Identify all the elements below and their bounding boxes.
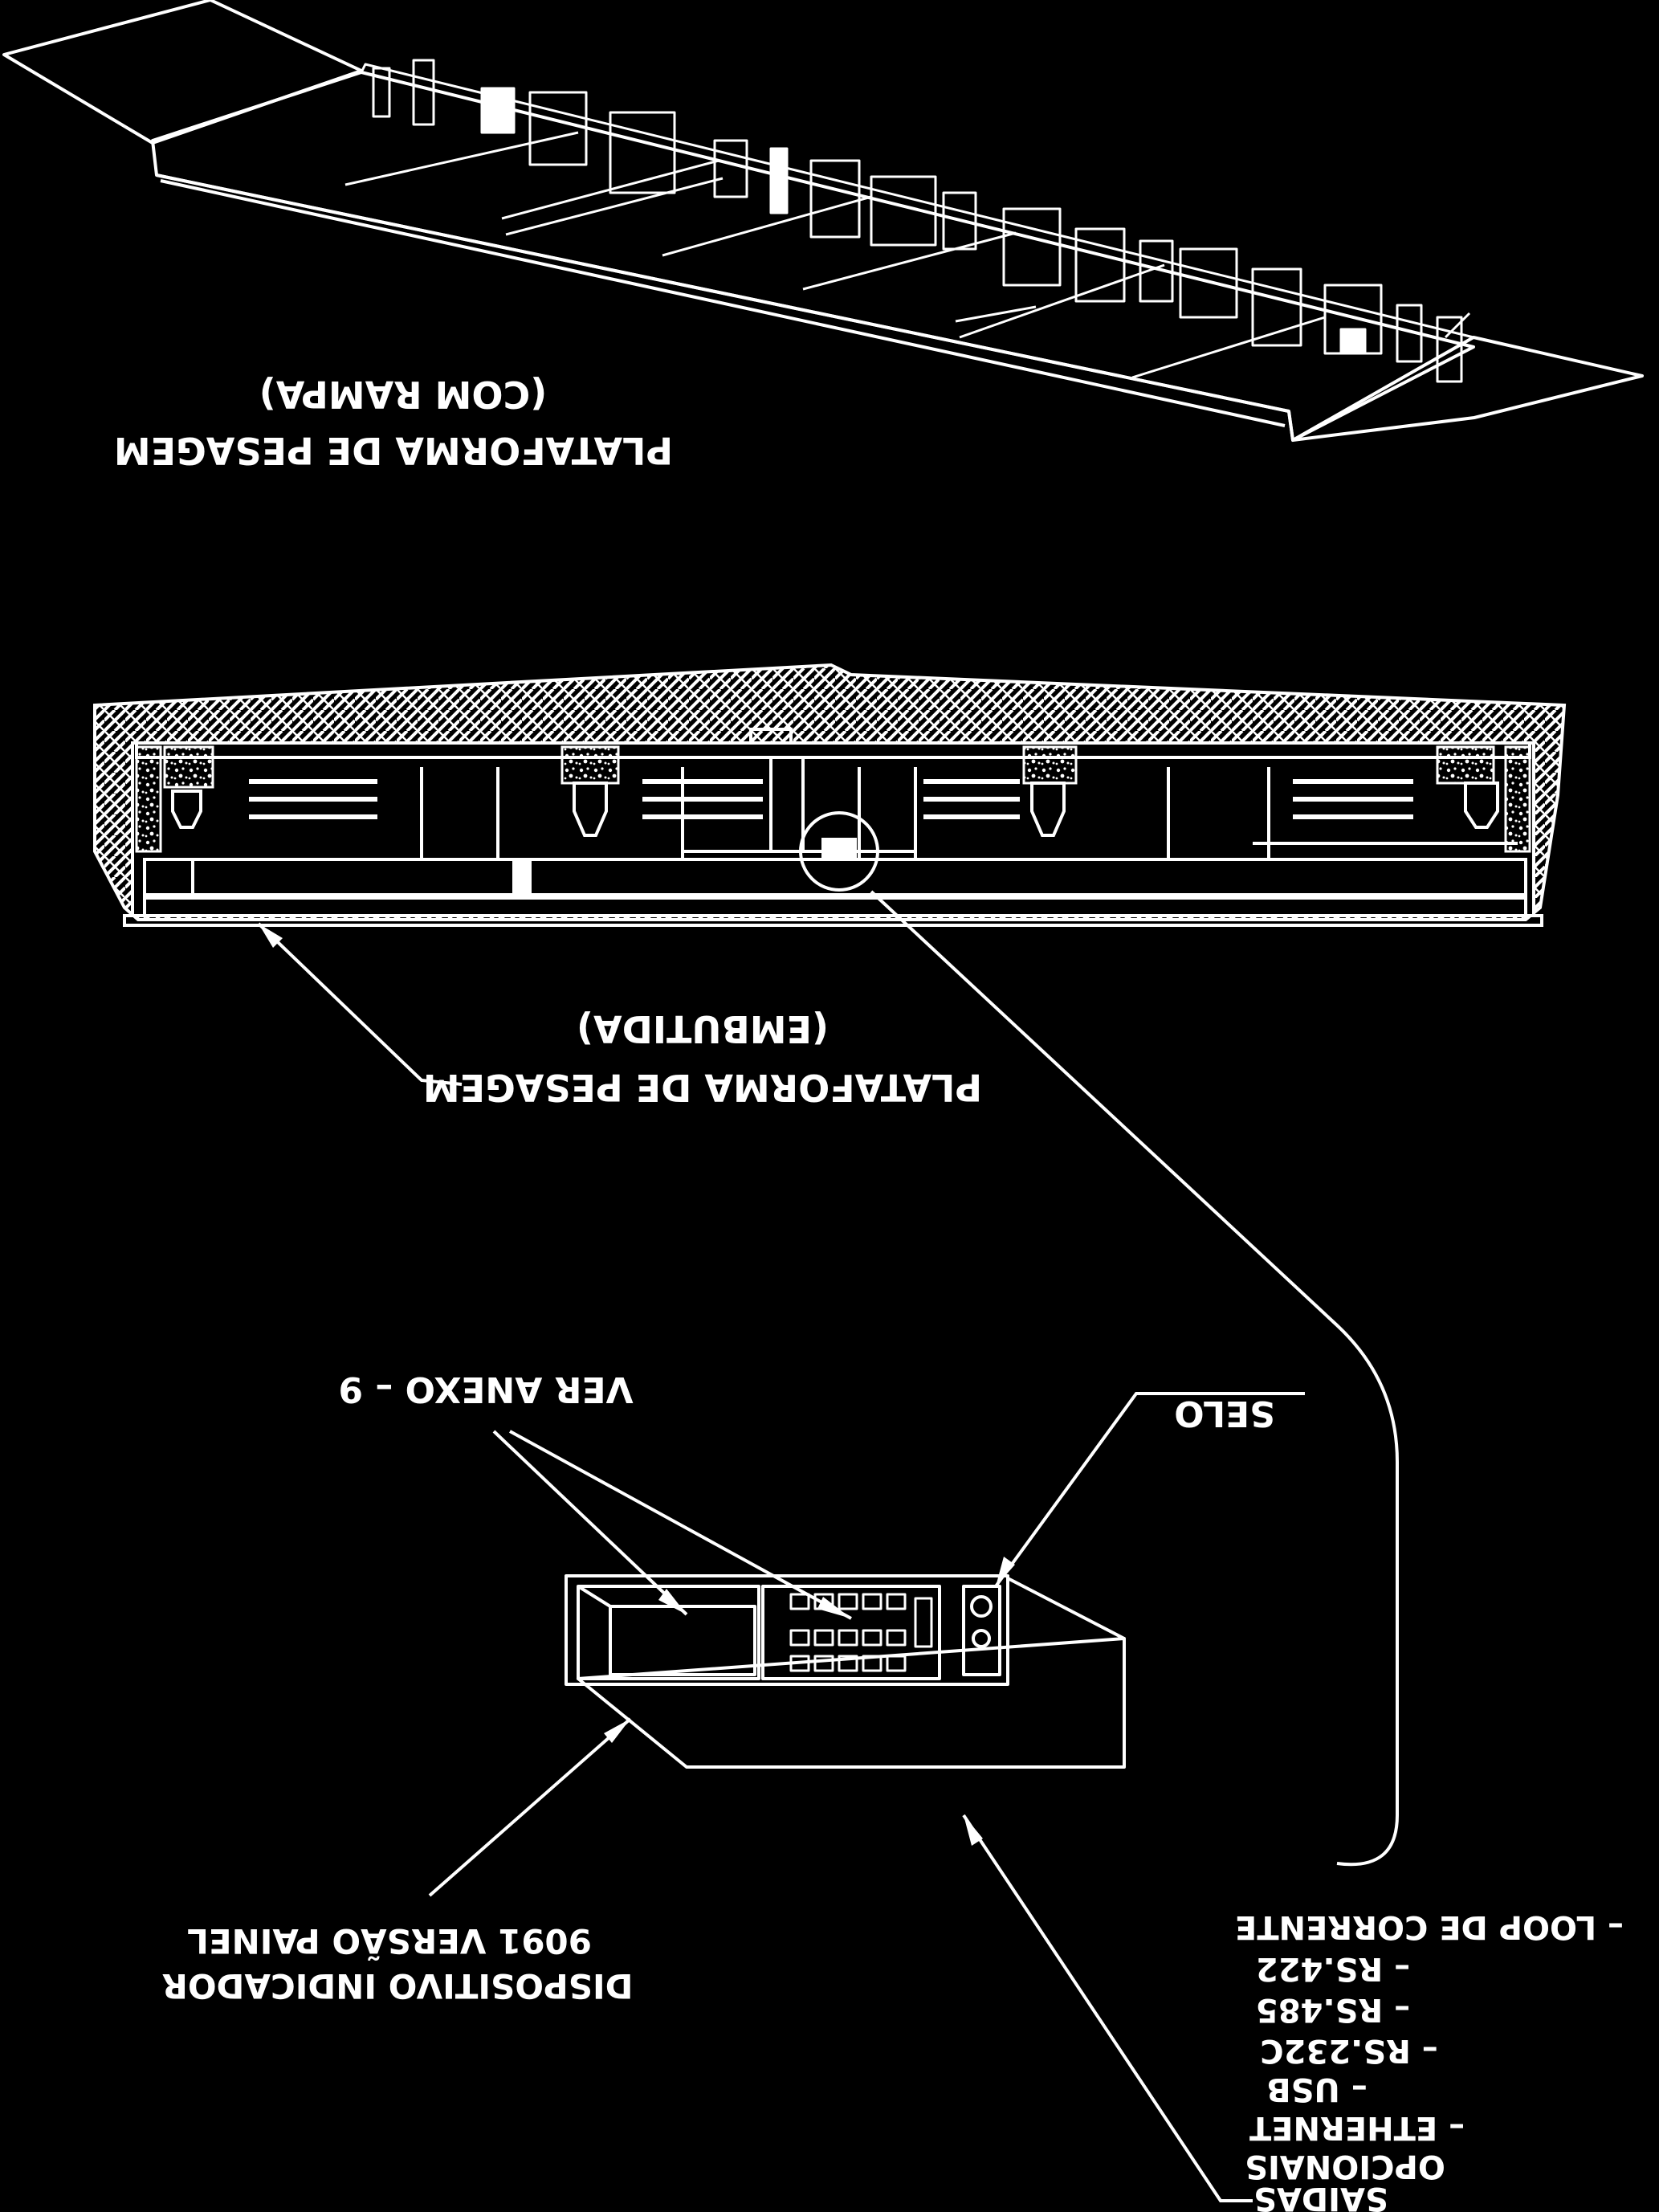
detail-circle: [799, 811, 879, 892]
outputs-title: SAÍDAS: [1253, 2180, 1388, 2212]
right-ramp: [1291, 336, 1644, 442]
annex-leader-2: [509, 1430, 852, 1620]
indicator-front-panel: [565, 1574, 1009, 1686]
embedded-platform-section: [93, 663, 1567, 927]
pit-cavity: [131, 741, 1535, 917]
seal-area: [962, 1585, 1001, 1676]
outputs-item-4: – USB: [1266, 2071, 1368, 2108]
clamp-bars: [249, 779, 1413, 819]
platform-with-ramp: [2, 0, 1644, 442]
outputs-item-0: – LOOP DE CORRENTE: [1235, 1908, 1624, 1945]
embedded-platform-leader: [257, 922, 463, 1086]
platform-embedded-subtitle: (EMBUTIDA): [577, 1007, 829, 1051]
platform-embedded-title: PLATAFORMA DE PESAGEM: [423, 1066, 982, 1109]
seal-label: SELO: [1174, 1393, 1275, 1434]
load-cells: [171, 782, 1499, 837]
outputs-item-1: – RS.422: [1256, 1950, 1410, 1987]
display-window: [761, 1585, 941, 1680]
indicator-device: [565, 1574, 1126, 1769]
platform-ramp-title: PLATAFORMA DE PESAGEM: [114, 429, 673, 472]
keypad: [789, 1593, 933, 1672]
outputs-item-5: – ETHERNET: [1249, 2109, 1465, 2146]
deck-panels: [344, 131, 1326, 379]
outputs-item-2: – RS.485: [1256, 1991, 1410, 2028]
annex-leader-1: [492, 1430, 688, 1616]
side-frame: [360, 59, 1474, 383]
outputs-leader: [962, 1814, 1253, 2202]
indicator-label-line2: 9091 VERSÃO PAINEL: [187, 1921, 592, 1961]
outputs-subtitle: OPCIONAIS: [1245, 2148, 1445, 2185]
indicator-leader: [428, 1717, 632, 1897]
outputs-item-3: – RS.232C: [1260, 2032, 1438, 2069]
left-ramp: [2, 0, 363, 145]
platform-ramp-subtitle: (COM RAMPA): [259, 373, 548, 416]
cable: [870, 890, 1399, 1867]
indicator-label-line1: DISPOSITIVO INDICADOR: [162, 1966, 634, 2006]
seal-leader: [994, 1392, 1305, 1588]
see-annex-label: VER ANEXO – 9: [338, 1369, 633, 1410]
